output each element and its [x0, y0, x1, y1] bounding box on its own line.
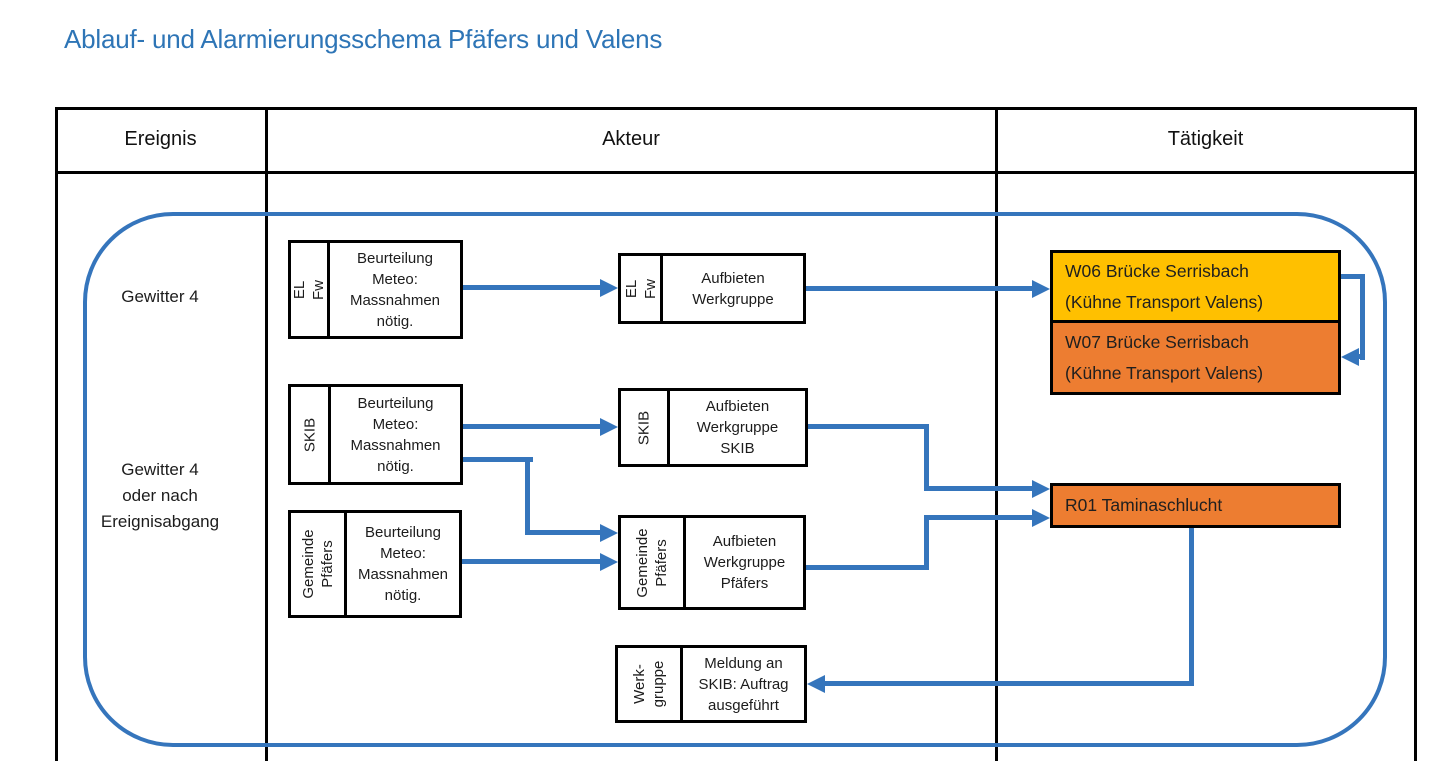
node-gemeinde-call: Gemeinde Pfäfers Aufbieten Werkgruppe Pf…: [618, 515, 806, 610]
header-actor: Akteur: [602, 128, 660, 150]
table-border-top: [55, 107, 1417, 110]
connector-segment: [924, 486, 1032, 491]
connector-segment: [463, 424, 600, 429]
actor-tab-label: Gemeinde Pfäfers: [299, 529, 336, 599]
table-border-right: [1414, 107, 1417, 761]
activity-r01: R01 Taminaschlucht: [1050, 483, 1341, 528]
node-elfw-assess: EL Fw Beurteilung Meteo: Massnahmen nöti…: [288, 240, 463, 339]
arrowhead-right-icon: [600, 524, 618, 542]
arrowhead-right-icon: [1032, 280, 1050, 298]
actor-tab-skib: SKIB: [621, 391, 670, 464]
arrowhead-left-icon: [807, 675, 825, 693]
node-text: Meldung an SKIB: Auftrag ausgeführt: [698, 654, 789, 714]
connector-segment: [825, 681, 1194, 686]
connector-segment: [1341, 274, 1365, 279]
actor-tab-werkgruppe: Werk- gruppe: [618, 648, 683, 720]
actor-tab-gemeinde-pfaefers: Gemeinde Pfäfers: [621, 518, 686, 607]
arrowhead-right-icon: [600, 279, 618, 297]
arrowhead-right-icon: [1032, 509, 1050, 527]
connector-segment: [1189, 526, 1194, 684]
event-label-gewitter4-or-after: Gewitter 4 oder nach Ereignisabgang: [100, 460, 220, 531]
column-divider-actor-activity: [995, 107, 998, 761]
arrowhead-right-icon: [600, 553, 618, 571]
actor-tab-elfw: EL Fw: [291, 243, 330, 336]
connector-segment: [806, 286, 1032, 291]
node-text: Beurteilung Meteo: Massnahmen nötig.: [350, 394, 441, 475]
actor-tab-label: SKIB: [301, 417, 318, 452]
actor-tab-elfw: EL Fw: [621, 256, 663, 321]
actor-tab-label: Werk- gruppe: [631, 660, 667, 708]
arrowhead-right-icon: [1032, 480, 1050, 498]
actor-tab-label: EL Fw: [291, 279, 327, 300]
node-skib-assess: SKIB Beurteilung Meteo: Massnahmen nötig…: [288, 384, 463, 485]
connector-segment: [1360, 274, 1365, 360]
connector-segment: [463, 457, 533, 462]
arrowhead-left-icon: [1341, 348, 1359, 366]
actor-tab-label: EL Fw: [622, 278, 659, 299]
connector-segment: [924, 515, 1032, 520]
node-skib-call: SKIB Aufbieten Werkgruppe SKIB: [618, 388, 808, 467]
node-text: Aufbieten Werkgruppe SKIB: [696, 398, 779, 457]
node-text: Aufbieten Werkgruppe Pfäfers: [703, 533, 786, 592]
connector-segment: [525, 457, 530, 535]
node-gemeinde-assess: Gemeinde Pfäfers Beurteilung Meteo: Mass…: [288, 510, 462, 618]
connector-segment: [525, 530, 600, 535]
actor-tab-label: Gemeinde Pfäfers: [634, 527, 670, 598]
header-activity: Tätigkeit: [1167, 128, 1244, 150]
connector-segment: [1359, 354, 1365, 359]
arrowhead-right-icon: [600, 418, 618, 436]
connector-segment: [463, 285, 600, 290]
connector-segment: [924, 515, 929, 570]
page-title: Ablauf- und Alarmierungsschema Pfäfers u…: [64, 24, 663, 54]
event-label-gewitter4: Gewitter 4: [121, 287, 199, 306]
connector-segment: [462, 559, 600, 564]
connector-segment: [808, 424, 929, 429]
table-border-left: [55, 107, 58, 761]
node-text: Beurteilung Meteo: Massnahmen nötig.: [349, 249, 441, 330]
node-text: Aufbieten Werkgruppe: [692, 269, 774, 308]
header-event: Ereignis: [124, 128, 197, 150]
node-text: Beurteilung Meteo: Massnahmen nötig.: [357, 524, 449, 604]
connector-segment: [806, 565, 929, 570]
activity-w06: W06 Brücke Serrisbach (Kühne Transport V…: [1050, 250, 1341, 323]
table-header-divider: [55, 171, 1417, 174]
node-werkgruppe-report: Werk- gruppe Meldung an SKIB: Auftrag au…: [615, 645, 807, 723]
actor-tab-gemeinde-pfaefers: Gemeinde Pfäfers: [291, 513, 347, 615]
actor-tab-label: SKIB: [635, 410, 653, 445]
node-elfw-call: EL Fw Aufbieten Werkgruppe: [618, 253, 806, 324]
column-divider-event-actor: [265, 107, 268, 761]
connector-segment: [924, 424, 929, 491]
process-boundary: [83, 212, 1387, 747]
actor-tab-skib: SKIB: [291, 387, 331, 482]
activity-w07: W07 Brücke Serrisbach (Kühne Transport V…: [1050, 320, 1341, 395]
